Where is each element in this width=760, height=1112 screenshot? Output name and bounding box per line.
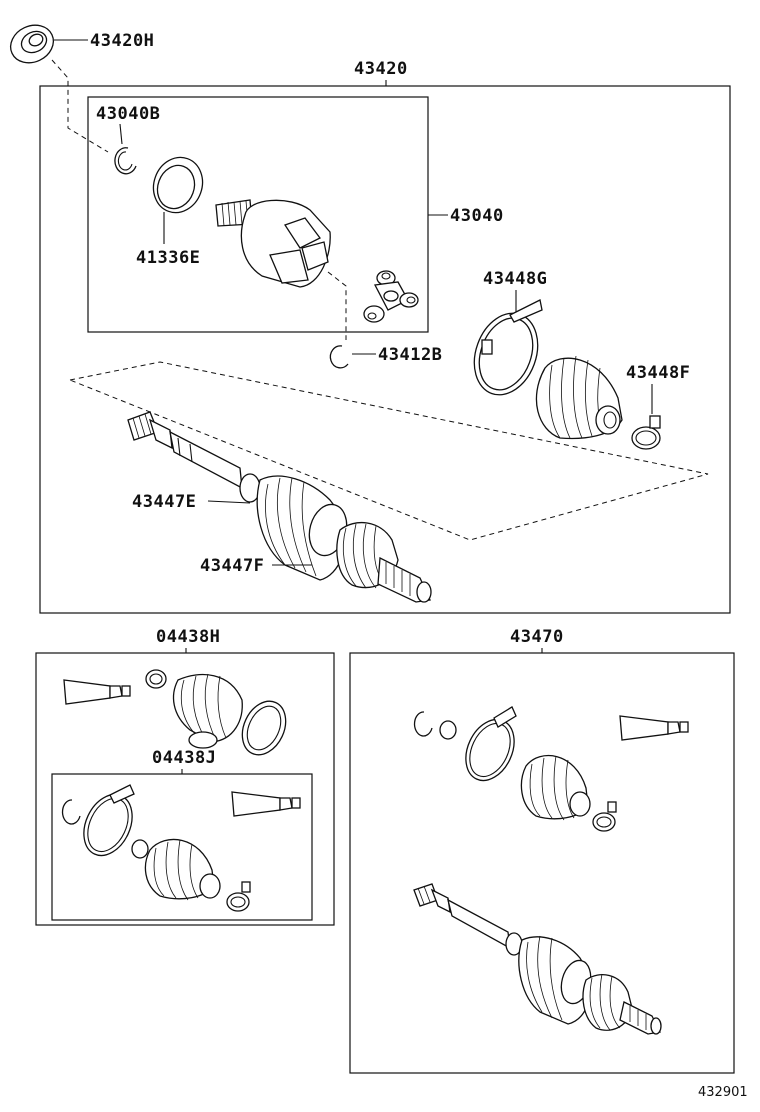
grease-tube-1[interactable] [63,679,131,705]
inner-joint-housing[interactable] [215,199,331,288]
assembly-box-43470 [349,652,735,1074]
small-ring-04438J[interactable] [131,839,149,859]
small-clamp-43470[interactable] [592,801,617,832]
figure-id: 432901 [698,1085,748,1100]
drive-shaft-43470[interactable] [413,883,662,1035]
ring-04438H[interactable] [145,669,167,689]
label-04438J: 04438J [152,748,216,768]
grease-tube-2[interactable] [231,791,301,817]
band-clamp-04438J[interactable] [75,784,142,863]
band-clamp-43448G[interactable] [463,299,548,404]
boot-04438H[interactable] [172,673,243,749]
label-43412B: 43412B [378,345,442,365]
ring-43470[interactable] [439,720,457,740]
band-clamp-43470[interactable] [457,706,524,788]
label-43420H: 43420H [90,31,154,51]
label-43470: 43470 [510,627,564,647]
snap-ring-43412B[interactable] [329,345,349,369]
kit-box-04438J [51,773,313,921]
ring-41336E[interactable] [146,150,210,219]
label-04438H: 04438H [156,627,220,647]
snap-ring-04438J[interactable] [61,799,81,825]
kit-box-04438H [35,652,335,926]
label-41336E: 41336E [136,248,200,268]
boot-outer-upper[interactable] [535,355,623,440]
assembly-box-43420 [39,85,731,614]
boot-43470[interactable] [520,754,591,821]
drive-shaft-main[interactable] [127,411,432,603]
label-43040: 43040 [450,206,504,226]
snap-ring-43470-a[interactable] [413,711,433,737]
seal-43420H[interactable] [4,18,59,69]
label-43448G: 43448G [483,269,547,289]
label-43448F: 43448F [626,363,690,383]
small-clamp-04438J[interactable] [226,881,251,912]
band-04438H[interactable] [234,694,294,762]
label-43447F: 43447F [200,556,264,576]
label-43420: 43420 [354,59,408,79]
band-clamp-43448F[interactable] [631,415,661,450]
grease-tube-3[interactable] [619,715,689,741]
boot-04438J[interactable] [144,838,221,901]
label-43040B: 43040B [96,104,160,124]
tripod-spider[interactable] [363,270,419,323]
label-43447E: 43447E [132,492,196,512]
